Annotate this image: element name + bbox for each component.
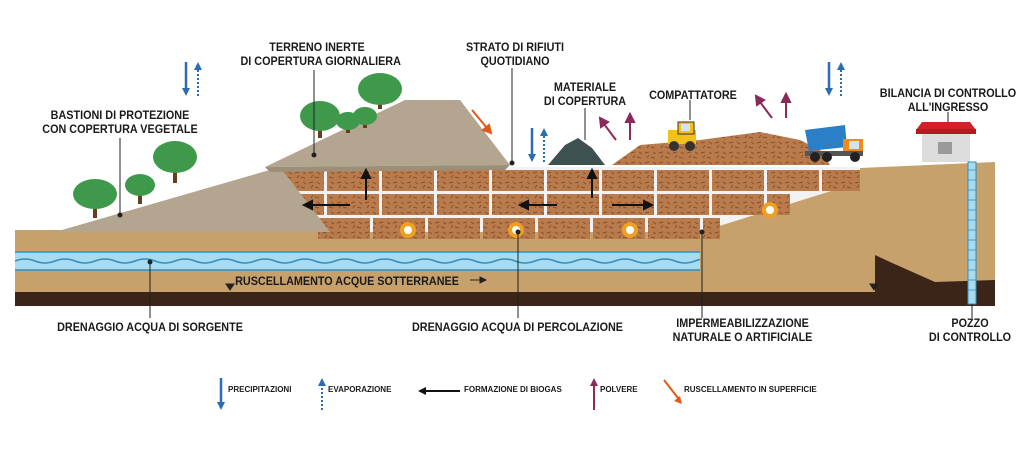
waste-brick	[703, 218, 720, 239]
waste-brick	[492, 194, 544, 215]
waste-brick	[547, 194, 599, 215]
waste-brick	[492, 170, 544, 191]
waste-brick	[657, 170, 709, 191]
legend-polvere: POLVERE	[600, 385, 638, 394]
groundwater-band	[15, 252, 875, 270]
waste-brick	[318, 218, 370, 239]
legend-dust-icon	[590, 378, 598, 410]
dust-arrows	[598, 91, 792, 141]
waste-brick	[602, 170, 654, 191]
legend-precipitazioni: PRECIPITAZIONI	[228, 385, 292, 394]
waste-brick	[382, 194, 434, 215]
upper-embankment	[265, 100, 510, 167]
right-embankment	[700, 162, 995, 292]
weighing-station	[916, 122, 976, 162]
legend-superficie: RUSCELLAMENTO IN SUPERFICIE	[684, 385, 817, 394]
waste-brick	[712, 170, 764, 191]
legend-evaporation-icon	[318, 378, 326, 410]
bedrock-layer	[15, 290, 995, 306]
cover-material-pile	[548, 138, 605, 165]
legend-precipitation-icon	[217, 378, 225, 410]
legend-evaporazione: EVAPORAZIONE	[328, 385, 392, 394]
legend-arrows	[217, 378, 682, 410]
runoff-arrow	[471, 109, 493, 135]
label-drenaggio-percolazione: DRENAGGIO ACQUA DI PERCOLAZIONE	[411, 320, 623, 334]
waste-pile	[612, 132, 830, 165]
biogas-arrows	[301, 167, 655, 211]
label-compattatore: COMPATTATORE	[649, 88, 737, 102]
legend-runoff-icon	[663, 379, 682, 404]
waste-brick	[648, 218, 700, 239]
waste-brick	[437, 194, 489, 215]
waste-brick	[428, 218, 480, 239]
drain-pipes	[400, 202, 778, 238]
dump-truck	[805, 125, 863, 162]
water-cycle-arrows	[182, 62, 845, 162]
monitoring-well	[967, 161, 977, 305]
compactor-vehicle	[668, 121, 696, 151]
left-bastion	[55, 167, 330, 232]
waste-brick	[382, 170, 434, 191]
waste-brick	[538, 218, 590, 239]
waste-brick	[822, 170, 860, 191]
waste-brick	[767, 170, 819, 191]
waste-brick	[547, 170, 599, 191]
trees	[73, 73, 402, 218]
label-drenaggio-sorgente: DRENAGGIO ACQUA DI SORGENTE	[57, 320, 243, 334]
waste-brick	[657, 194, 709, 215]
waste-brick	[373, 218, 425, 239]
legend-biogas-icon	[418, 387, 460, 395]
waste-brick	[437, 170, 489, 191]
leader-lines	[117, 68, 973, 318]
waste-brick	[327, 170, 379, 191]
waste-brick	[712, 194, 764, 215]
label-ruscellamento-sotterranee: RUSCELLAMENTO ACQUE SOTTERRANEE	[235, 274, 459, 288]
legend-biogas: FORMAZIONE DI BIOGAS	[464, 385, 562, 394]
